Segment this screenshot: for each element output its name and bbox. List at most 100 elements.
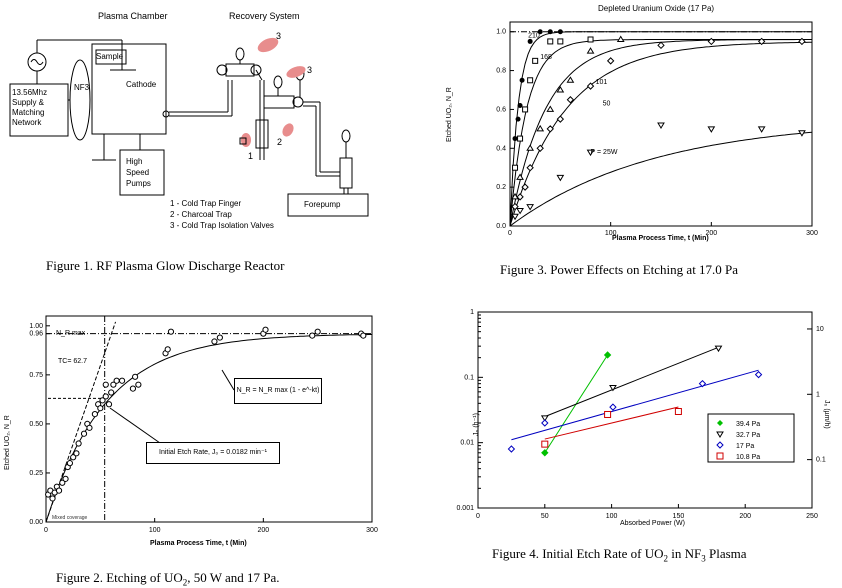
fig3-point [526,164,534,172]
fig2-point [97,405,104,412]
fig3-curve-label: 210 [528,33,540,40]
fig2-xtick-label: 100 [149,527,161,534]
fig4-point [674,407,682,415]
fig3-fit-curve [509,131,813,227]
fig2-caption-sub: 2 [182,577,188,588]
fig2-nrmax: N_R max [56,330,86,337]
fig4-fit-line [544,346,719,418]
fig4-point [604,410,612,418]
fig2-point [91,410,99,418]
fig4-legend-label: 10.8 Pa [736,454,760,461]
fig3-point [527,77,534,84]
fig4-legend-marker [716,441,724,449]
fig2-caption-post: , 50 W and 17 Pa. [187,570,280,585]
fig2-point [99,397,106,404]
fig4-caption-pre: Figure 4. Initial Etch Rate of UO [492,546,664,561]
fig4-caption-post: in NF [668,546,702,561]
fig3-point [546,105,555,112]
fig3-point [547,38,554,45]
fig3-point [536,124,545,132]
fig1-legend-item-2: 2 - Charcoal Trap [170,210,232,219]
fig3-point [556,86,565,93]
fig3-point [537,29,543,35]
fig3-frame [509,21,813,227]
fig2-ytick-label: 0.96 [29,331,43,338]
fig3-point [512,136,518,142]
fig1-callout-3a: 3 [276,31,282,41]
fig3-point [557,29,563,35]
fig2-eq-leader [221,369,235,391]
fig3-point [516,193,524,201]
fig3-point [657,41,665,50]
fig3-point [798,37,806,46]
fig1-legend-item-3: 3 - Cold Trap Isolation Valves [170,221,274,230]
fig1-forepump-label: Forepump [304,200,341,209]
fig4-point [698,379,707,388]
fig4-point [603,351,612,359]
fig3-point [519,77,525,83]
fig2-equation-box: N_R = N_R max (1 - e^-kt) [234,378,322,404]
fig2-caption: Figure 2. Etching of UO2, 50 W and 17 Pa… [56,570,280,588]
fig4-y2tick-label: 0.1 [816,457,826,464]
fig2-ytick-label: 0.00 [29,519,43,526]
fig2-point [309,332,316,339]
fig3-point [517,135,524,142]
fig4-caption-sub2: 3 [701,553,706,564]
fig2-xtick-label: 300 [366,527,378,534]
fig4-legend-label: 32.7 Pa [736,432,760,439]
fig1-supply-line-4: Network [12,118,42,127]
fig2-initial-leader [109,407,161,444]
fig1-supply-line-2: Supply & [12,98,45,107]
fig4-caption: Figure 4. Initial Etch Rate of UO2 in NF… [492,546,747,564]
fig3-xtick-label: 300 [806,230,818,237]
fig2-point [105,401,113,408]
fig2-tau: TC= 62.7 [58,358,87,365]
fig3-point [587,36,594,43]
fig1-pumps-line-1: High [126,157,143,166]
fig2-point [102,381,109,388]
fig4-xtick-label: 200 [739,513,751,520]
fig2-point [164,346,171,353]
fig4-ytick-label: 0.1 [464,374,474,381]
fig2-point [216,334,223,341]
fig3-title: Depleted Uranium Oxide (17 Pa) [598,4,715,13]
fig4-xtick-label: 250 [806,513,818,520]
fig1-caption: Figure 1. RF Plasma Glow Discharge React… [46,258,285,273]
fig3-ytick-label: 1.0 [496,29,506,36]
fig2-point [59,479,66,486]
fig1-callout-1: 1 [248,151,254,161]
fig4-legend-marker [716,452,724,460]
fig3-point [556,174,565,182]
fig2-initial-box: Initial Etch Rate, J₀ = 0.0182 min⁻¹ [146,442,280,464]
fig4-point [754,370,763,379]
fig3-ytick-label: 0.0 [496,223,506,230]
trap-2-shape [282,123,294,137]
fig2-point [102,393,109,400]
fig3-point [516,173,524,180]
fig4-legend-label: 17 Pa [736,443,754,450]
fig4-point [541,449,549,457]
fig2-ytick-label: 0.25 [29,470,43,477]
fig3-point [522,106,529,113]
fig3-point [798,130,806,137]
fig3-point [515,116,521,122]
fig2-corner: Mixed coverage [52,515,88,521]
fig4-legend-marker [716,431,724,438]
fig4-legend-label: 39.4 Pa [736,421,760,428]
fig1-pumps-line-2: Speed [126,168,150,177]
fig4-xlabel: Absorbed Power (W) [620,520,685,527]
trap-3b-shape [286,66,306,78]
fig3-xtick-label: 100 [605,230,617,237]
fig2-point [73,450,80,457]
fig4-point [714,345,723,353]
fig4-ytick-label: 0.001 [456,505,474,512]
fig2-point [129,385,137,392]
fig4-ytick-label: 1 [470,309,474,316]
fig4-point [609,384,617,392]
fig3-point [546,125,554,133]
fig4-frame [477,311,813,509]
fig3-caption: Figure 3. Power Effects on Etching at 17… [500,262,739,277]
